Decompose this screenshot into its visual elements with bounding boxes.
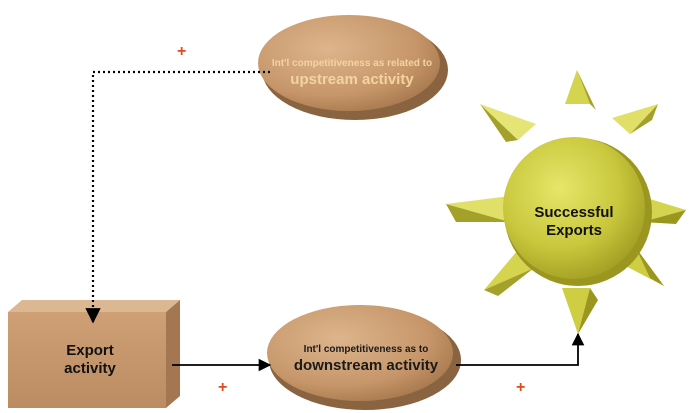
sun-ray-top-shade	[577, 70, 596, 110]
successful-exports-label: Successful Exports	[514, 204, 634, 240]
upstream-label: Int'l competitiveness as related to upst…	[262, 58, 442, 89]
sun-ray-top-right	[612, 104, 658, 134]
export-link-sign: +	[218, 379, 228, 396]
sun-ray-bottom-shade	[578, 288, 598, 334]
export-box-front	[8, 312, 166, 408]
success-link-sign: +	[516, 379, 526, 396]
export-label-line2: activity	[64, 360, 116, 377]
sun-ray-left-shade	[446, 204, 510, 222]
export-activity-label: Export activity	[30, 342, 150, 378]
export-activity-node	[8, 300, 180, 408]
sun-ray-bottom-left-shade	[484, 268, 534, 296]
downstream-label-line2: downstream activity	[293, 357, 439, 374]
sun-ray-bottom	[562, 288, 590, 334]
sun-ray-bottom-left	[484, 250, 534, 290]
sun-ray-right-shade	[642, 210, 686, 224]
sun-ray-top-left-shade	[480, 104, 518, 142]
sun-ray-bottom-right-shade	[636, 248, 664, 286]
sun-rays	[446, 70, 686, 334]
downstream-label: Int'l competitiveness as to downstream a…	[278, 344, 454, 375]
downstream-label-line1: Int'l competitiveness as to	[303, 344, 429, 355]
upstream-label-line1: Int'l competitiveness as related to	[271, 58, 433, 69]
downstream-ellipse	[267, 305, 453, 401]
sun-ray-left	[446, 196, 510, 222]
connectors	[85, 70, 585, 372]
successful-exports-node	[446, 70, 686, 334]
sun-ray-top	[565, 70, 590, 104]
upstream-link-sign: +	[177, 43, 187, 60]
export-box-side	[166, 300, 180, 408]
sun-body	[503, 137, 645, 279]
upstream-to-export-connector	[85, 70, 270, 324]
upstream-label-line2: upstream activity	[290, 71, 414, 88]
downstream-activity-node	[267, 305, 461, 410]
export-label-line1: Export	[66, 342, 114, 359]
sun-ray-top-left	[480, 104, 536, 140]
upstream-activity-node	[258, 15, 448, 120]
sun-ray-top-right-shade	[630, 104, 658, 134]
upstream-ellipse	[258, 15, 440, 111]
downstream-to-success-connector	[456, 332, 585, 366]
success-label-line2: Exports	[546, 222, 602, 239]
success-label-line1: Successful	[534, 204, 614, 221]
